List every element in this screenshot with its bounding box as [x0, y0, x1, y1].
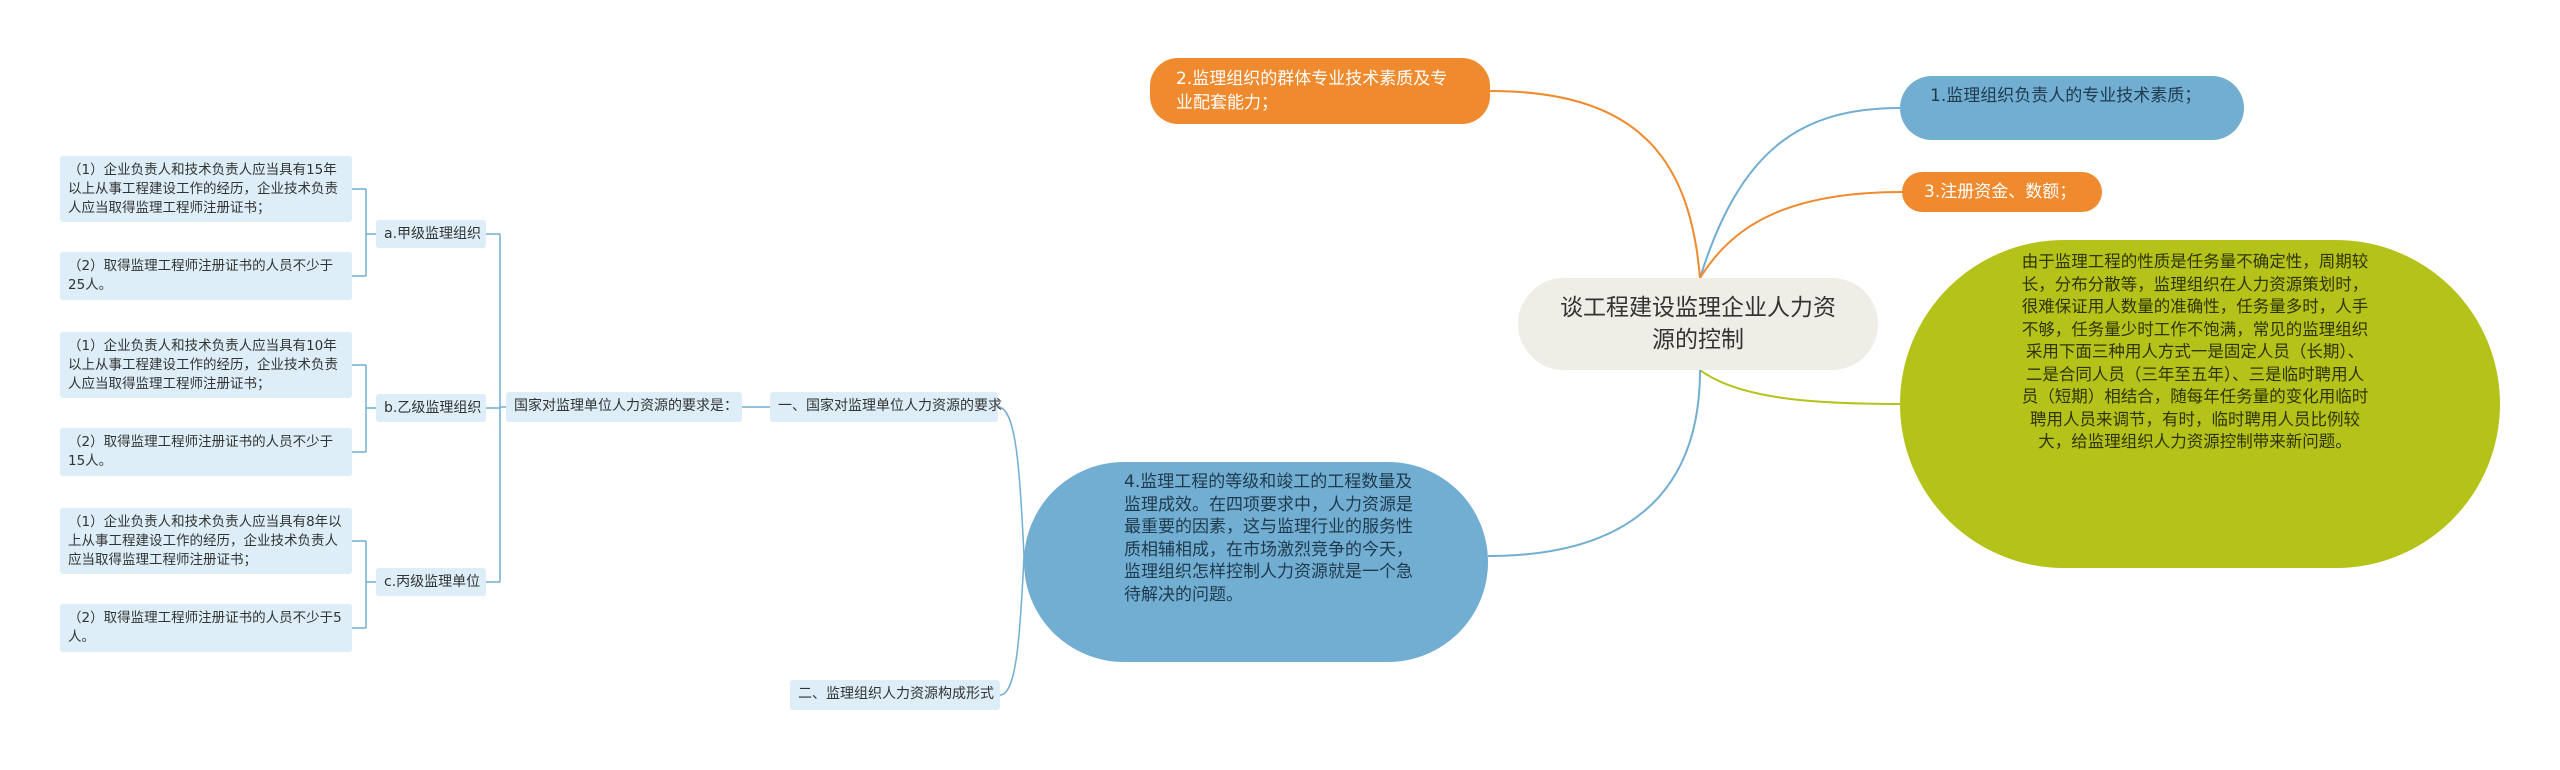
link-central-note	[1699, 369, 1901, 405]
link-gc-leaves	[352, 540, 376, 629]
central-topic[interactable]: 谈工程建设监理企业人力资源的控制	[1518, 278, 1878, 370]
leaf-grade-b-2[interactable]: （2）取得监理工程师注册证书的人员不少于15人。	[60, 428, 352, 476]
topic-4-project-grade[interactable]: 4.监理工程的等级和竣工的工程数量及监理成效。在四项要求中，人力资源是最重要的因…	[1024, 462, 1488, 662]
link-t4-s1	[997, 406, 1025, 557]
link-central-t2	[1489, 90, 1701, 279]
section-staff-composition[interactable]: 二、监理组织人力资源构成形式	[790, 680, 1000, 710]
section-national-requirements[interactable]: 一、国家对监理单位人力资源的要求	[770, 392, 1002, 422]
grade-c[interactable]: c.丙级监理单位	[376, 568, 486, 596]
topic-2-group-quality[interactable]: 2.监理组织的群体专业技术素质及专业配套能力；	[1150, 58, 1490, 124]
leaf-grade-a-2[interactable]: （2）取得监理工程师注册证书的人员不少于25人。	[60, 252, 352, 300]
link-central-t1	[1699, 107, 1901, 279]
leaf-grade-b-1[interactable]: （1）企业负责人和技术负责人应当具有10年以上从事工程建设工作的经历，企业技术负…	[60, 332, 352, 398]
link-t4-s2	[999, 555, 1025, 696]
link-central-t3	[1699, 191, 1903, 279]
link-req-grades	[486, 233, 506, 583]
grade-a[interactable]: a.甲级监理组织	[376, 220, 486, 248]
note-staffing[interactable]: 由于监理工程的性质是任务量不确定性，周期较长，分布分散等，监理组织在人力资源策划…	[1900, 240, 2500, 568]
link-ga-leaves	[352, 188, 376, 277]
grade-b[interactable]: b.乙级监理组织	[376, 394, 486, 422]
link-gb-leaves	[352, 364, 376, 453]
topic-3-capital[interactable]: 3.注册资金、数额；	[1902, 172, 2102, 212]
topic-1-leader-quality[interactable]: 1.监理组织负责人的专业技术素质；	[1900, 76, 2244, 140]
leaf-grade-a-1[interactable]: （1）企业负责人和技术负责人应当具有15年以上从事工程建设工作的经历，企业技术负…	[60, 156, 352, 222]
leaf-grade-c-1[interactable]: （1）企业负责人和技术负责人应当具有8年以上从事工程建设工作的经历，企业技术负责…	[60, 508, 352, 574]
leaf-grade-c-2[interactable]: （2）取得监理工程师注册证书的人员不少于5人。	[60, 604, 352, 652]
link-central-t4	[1487, 369, 1701, 557]
requirement-label[interactable]: 国家对监理单位人力资源的要求是：	[506, 392, 742, 422]
